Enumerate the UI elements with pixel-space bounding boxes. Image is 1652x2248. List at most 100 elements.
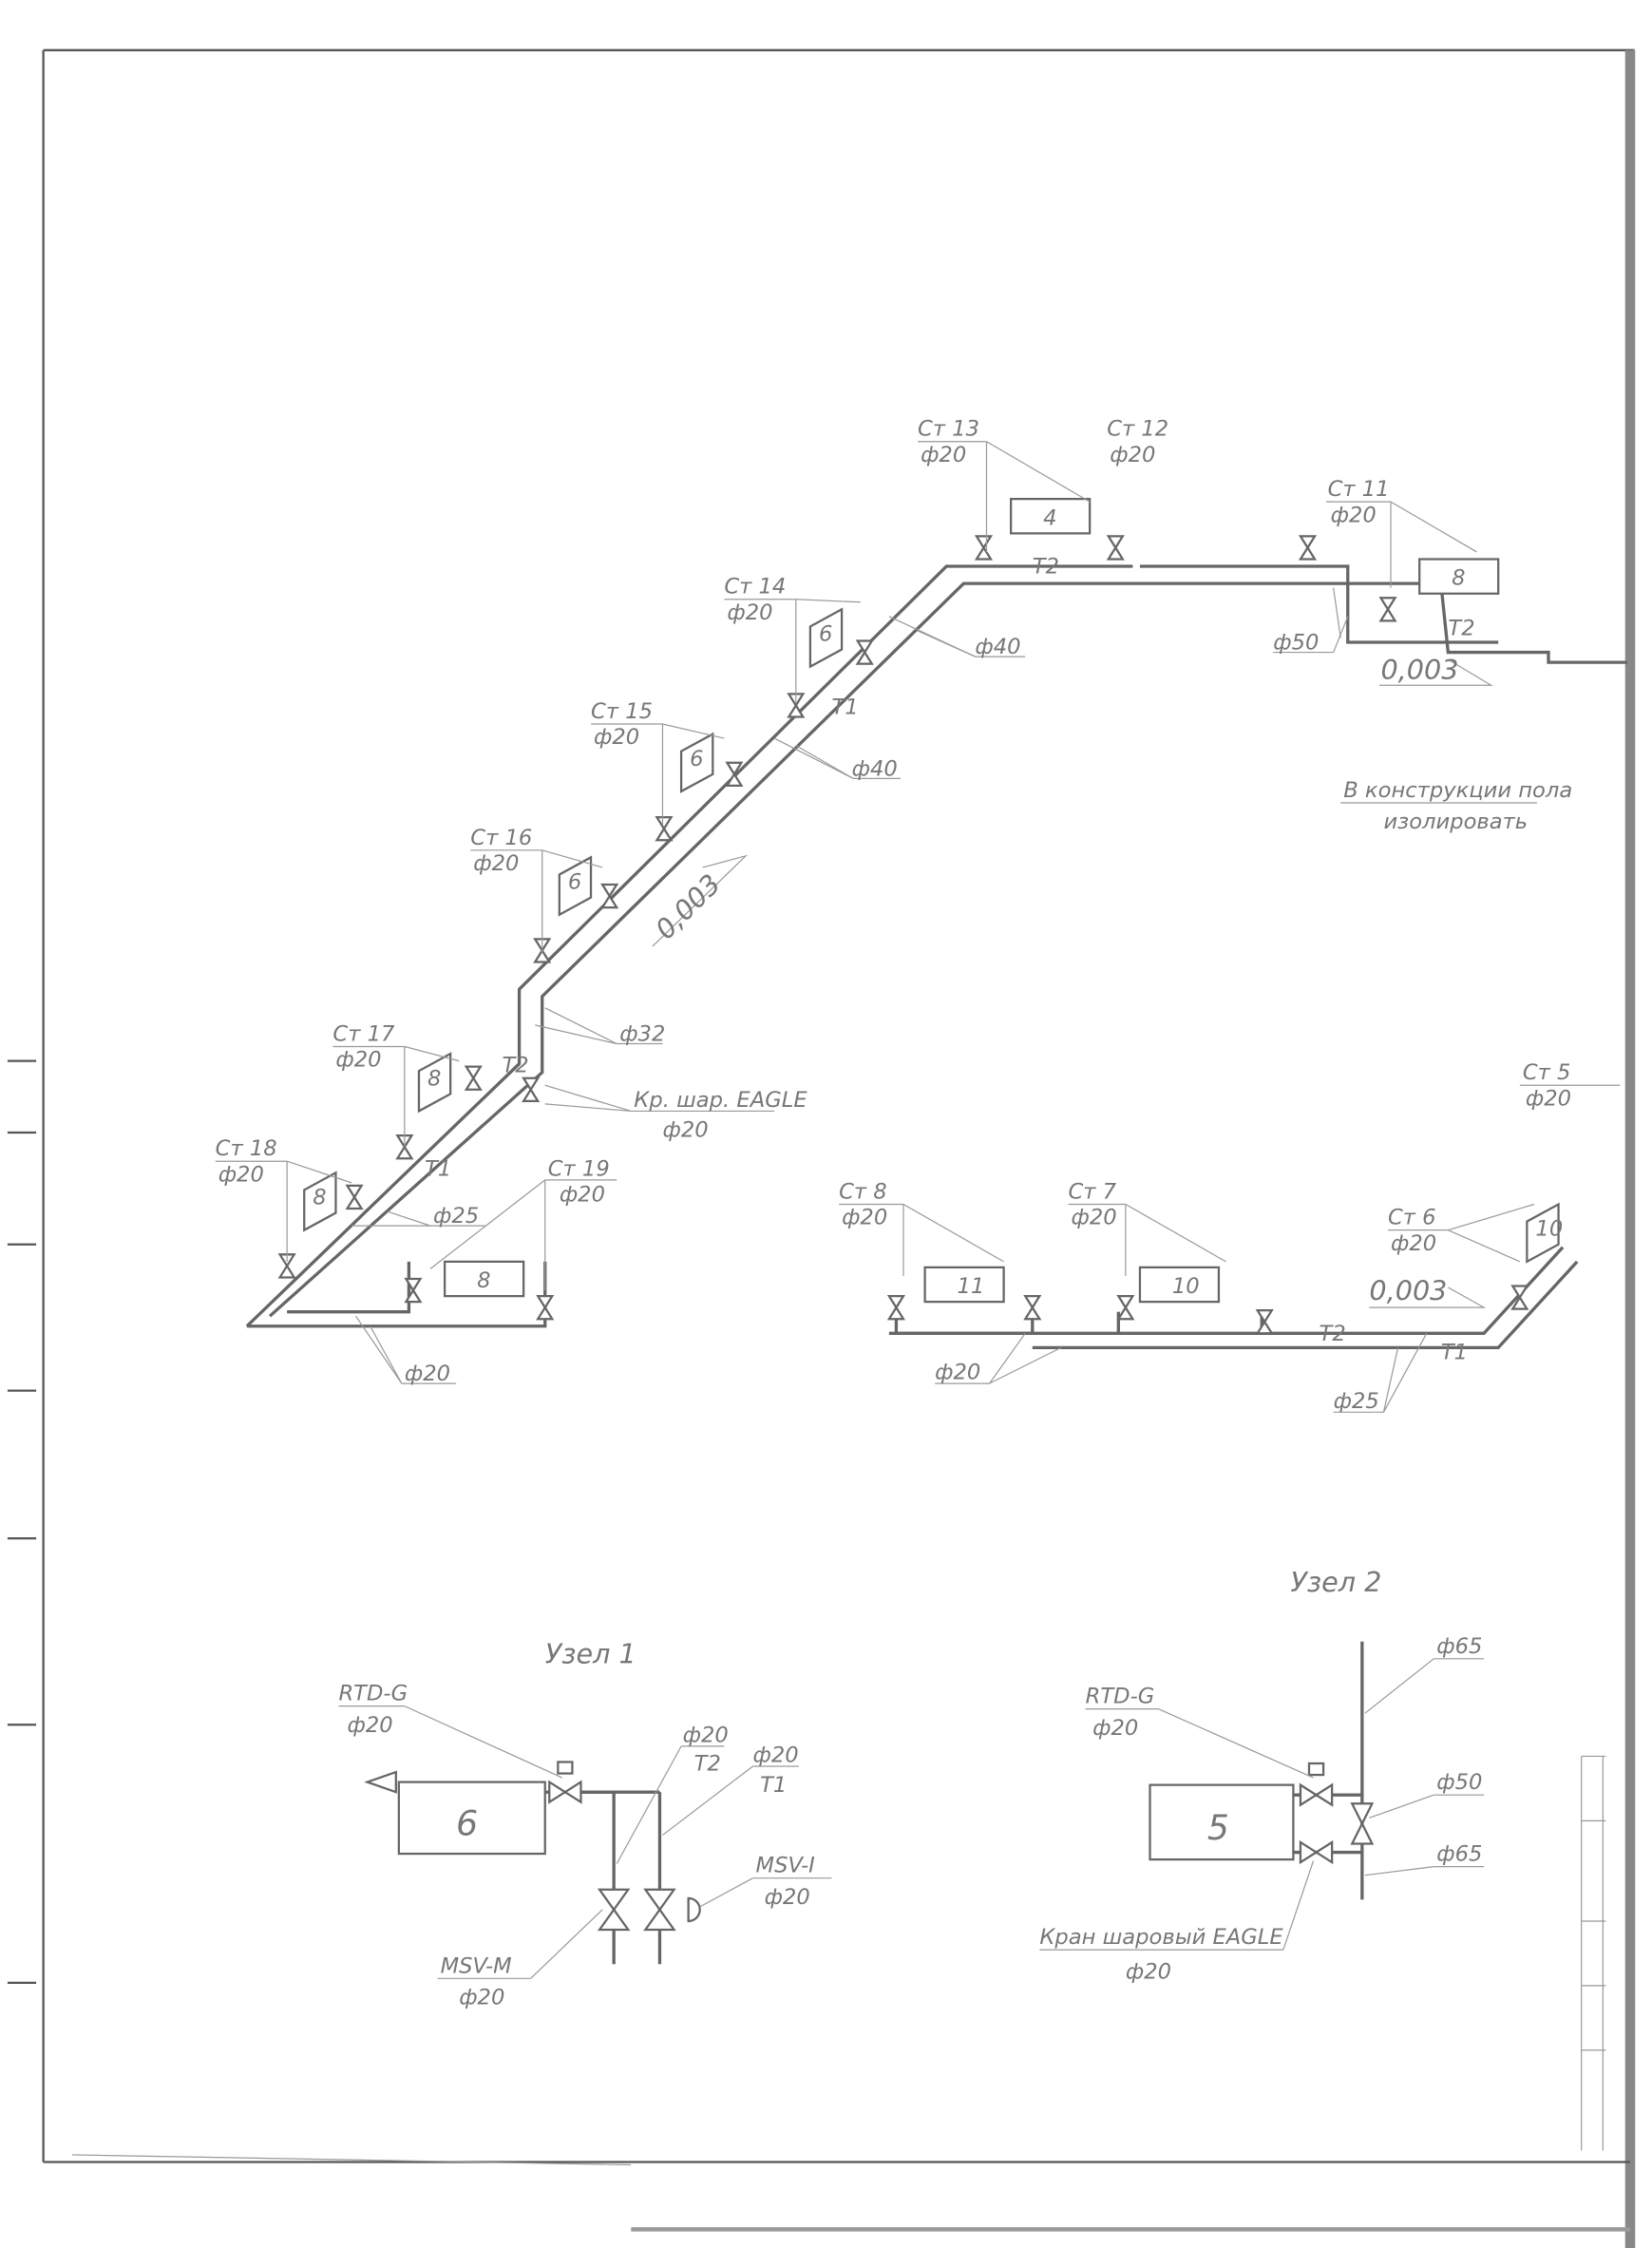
radiator: 6 [808, 607, 844, 669]
diameter-label: ф20 [753, 1743, 799, 1767]
pipe-t2-label: T2 [1448, 616, 1474, 640]
radiator: 11 [923, 1266, 1005, 1304]
valve-icon [536, 1294, 555, 1321]
diameter-label: ф20 [683, 1723, 729, 1747]
radiator-number: 8 [427, 1066, 441, 1091]
slope-markers [652, 658, 1493, 1308]
node-1-title: Узел 1 [545, 1637, 636, 1669]
valve-icon [345, 1184, 364, 1210]
leader-lines [215, 441, 1621, 1413]
radiator-number: 8 [1452, 566, 1465, 591]
note-line-1: В конструкции пола [1343, 778, 1572, 803]
radiator: 8 [1418, 558, 1500, 595]
riser-label: Ст 15 [591, 699, 653, 724]
slope-label: 0,003 [1380, 654, 1458, 686]
diameter-label: ф20 [727, 600, 772, 625]
radiator: 10 [1526, 1202, 1563, 1264]
pipe-t2-label: T2 [1320, 1322, 1346, 1346]
node-2-detail: Узел 2 5 ф65 ф50 ф65 RTD-G ф20 Кран шаро… [1039, 1566, 1485, 1984]
diameter-label: ф20 [1126, 1959, 1171, 1984]
diameter-label: ф32 [619, 1021, 665, 1046]
diameter-label: ф50 [1436, 1770, 1482, 1795]
pipe-t1-label: T1 [425, 1156, 451, 1181]
valve-icon [464, 1065, 483, 1091]
diameter-label: ф20 [348, 1713, 393, 1738]
pipe-t1-label: T1 [760, 1773, 787, 1798]
diameter-label: ф20 [560, 1182, 605, 1207]
riser-label: Ст 7 [1069, 1179, 1117, 1204]
radiator-number: 8 [313, 1186, 326, 1210]
valve-icon [1106, 535, 1125, 561]
diameter-label: ф20 [1391, 1231, 1436, 1256]
valve-icon [974, 535, 994, 561]
radiator-number: 8 [477, 1268, 490, 1293]
riser-label: Ст 19 [548, 1156, 610, 1181]
pipe-t2-label: T2 [1033, 555, 1059, 580]
diameter-label: ф20 [1331, 503, 1377, 527]
riser-label: Ст 8 [839, 1179, 887, 1204]
diameter-label: ф20 [594, 725, 639, 750]
riser-label: Ст 6 [1388, 1206, 1436, 1230]
left-system-labels: Ст 14 ф20 Ст 15 ф20 Ст 16 ф20 Ст 17 ф20 … [216, 575, 808, 1386]
valve-icon [1378, 597, 1397, 622]
valve-icon [787, 693, 806, 718]
riser-label: Ст 18 [216, 1136, 277, 1161]
diameter-label: ф25 [1334, 1389, 1379, 1414]
radiator: 8 [417, 1052, 452, 1114]
note-line-2: изолировать [1383, 810, 1528, 834]
node-2-title: Узел 2 [1290, 1566, 1381, 1598]
diameter-label: ф20 [1526, 1086, 1571, 1111]
radiator-number: 10 [1535, 1217, 1563, 1242]
valve-icon [1023, 1294, 1042, 1321]
msv-m-label: MSV-M [441, 1953, 512, 1978]
valve-icon [522, 1076, 541, 1102]
valve-icon [1255, 1309, 1274, 1335]
middle-system-labels: Ст 8 ф20 Ст 7 ф20 Ст 6 ф20 Ст 5 ф20 0,00… [839, 1060, 1571, 1414]
diameter-label: ф50 [1273, 631, 1319, 656]
radiator-number: 6 [690, 747, 703, 772]
riser-label: Ст 13 [918, 417, 979, 442]
pipe-t2-label: T2 [694, 1752, 721, 1777]
radiator: 8 [443, 1260, 525, 1298]
diameter-label: ф20 [765, 1885, 810, 1910]
pipe-t2-label: T2 [502, 1054, 528, 1078]
diameter-label: ф40 [852, 756, 898, 781]
node-1-detail: Узел 1 6 RTD-G ф20 ф20 T2 ф20 T1 MSV-I ф… [338, 1637, 832, 2010]
riser-label: Ст 14 [724, 575, 786, 600]
riser-label: Ст 16 [470, 826, 532, 850]
diameter-label: ф20 [1092, 1716, 1138, 1741]
valve-icon [855, 639, 874, 665]
valve-icon [886, 1294, 906, 1321]
diameter-label: ф20 [921, 443, 966, 467]
diameter-label: ф20 [405, 1362, 450, 1386]
radiator-number: 11 [958, 1274, 985, 1299]
riser-label: Ст 12 [1107, 417, 1168, 442]
valve-label: Кран шаровый EAGLE [1039, 1925, 1283, 1950]
diameter-label: ф20 [473, 851, 519, 876]
valve-icon [1298, 535, 1318, 561]
diameter-label: ф20 [662, 1118, 708, 1143]
diameter-label: ф20 [1110, 443, 1155, 467]
slope-label: 0,003 [1369, 1275, 1447, 1307]
valve-icon [600, 883, 619, 909]
rtd-label: RTD-G [338, 1682, 408, 1706]
valve-icon [404, 1277, 423, 1304]
radiator-number: 10 [1172, 1274, 1200, 1299]
radiator: 4 [1010, 497, 1092, 535]
pipe-t1-label: T1 [1441, 1340, 1468, 1364]
middle-mains [894, 1246, 1579, 1350]
upper-right-labels: Ст 13 ф20 Ст 12 ф20 Ст 11 ф20 ф40 ф40 ф5… [832, 417, 1573, 834]
valve-label: Кр. шар. EAGLE [634, 1088, 807, 1113]
diameter-label: ф40 [975, 635, 1020, 659]
radiator: 8 [303, 1171, 337, 1232]
riser-label: Ст 17 [332, 1021, 395, 1046]
radiator-number: 6 [568, 870, 581, 895]
radiator-number: 4 [1043, 505, 1056, 530]
valve-icon [1116, 1294, 1135, 1321]
radiator: 6 [679, 732, 714, 793]
diameter-label: ф25 [433, 1204, 479, 1229]
valve-icon [1510, 1285, 1529, 1310]
sheet-frame [7, 48, 1636, 2248]
diameter-label: ф65 [1436, 1634, 1482, 1659]
